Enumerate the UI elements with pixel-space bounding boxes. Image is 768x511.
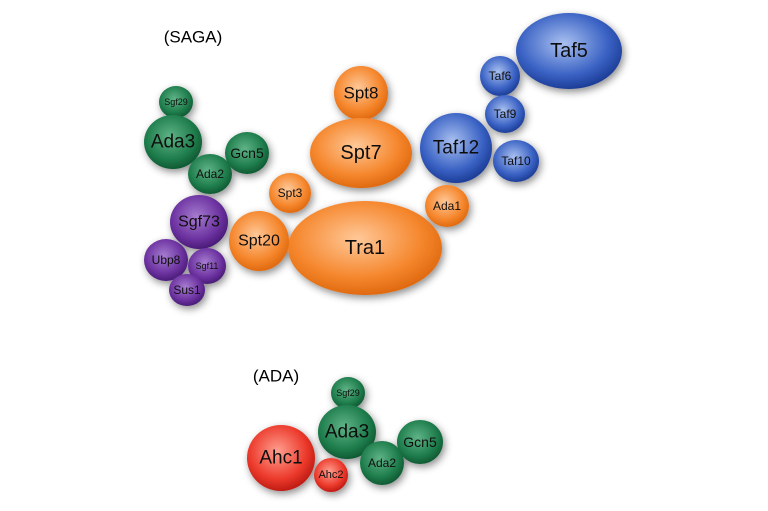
subunit-spt8: Spt8 bbox=[334, 66, 388, 120]
svg-text:Ada3: Ada3 bbox=[325, 422, 369, 443]
svg-text:Tra1: Tra1 bbox=[345, 237, 385, 259]
ada-complex: Sgf29 Ada3 Gcn5 Ada2 Ahc1 Ahc2 bbox=[247, 377, 443, 492]
svg-text:Spt7: Spt7 bbox=[340, 142, 381, 164]
svg-text:Ada2: Ada2 bbox=[368, 456, 396, 470]
ada-subunit-ada3: Ada3 bbox=[318, 405, 376, 459]
svg-text:Spt20: Spt20 bbox=[238, 233, 280, 250]
svg-text:Ada2: Ada2 bbox=[196, 167, 224, 181]
subunit-sgf73: Sgf73 bbox=[170, 195, 228, 249]
svg-text:Taf6: Taf6 bbox=[489, 69, 512, 83]
subunit-sus1: Sus1 bbox=[169, 274, 205, 306]
svg-text:Sgf29: Sgf29 bbox=[164, 97, 188, 107]
svg-text:Sgf73: Sgf73 bbox=[178, 214, 220, 231]
svg-text:Taf9: Taf9 bbox=[494, 107, 517, 121]
subunit-taf12: Taf12 bbox=[420, 113, 492, 183]
svg-text:Ahc1: Ahc1 bbox=[259, 448, 302, 469]
saga-title: (SAGA) bbox=[164, 28, 223, 47]
svg-text:Sus1: Sus1 bbox=[173, 283, 201, 297]
subunit-taf5: Taf5 bbox=[516, 13, 622, 89]
subunit-sgf11: Sgf11 bbox=[188, 248, 226, 284]
ada-title: (ADA) bbox=[253, 367, 299, 386]
subunit-tra1: Tra1 bbox=[288, 201, 442, 295]
svg-text:Ubp8: Ubp8 bbox=[152, 253, 181, 267]
ada-subunit-ada2: Ada2 bbox=[360, 441, 404, 485]
subunit-gcn5: Gcn5 bbox=[225, 132, 269, 174]
subunit-spt7: Spt7 bbox=[310, 118, 412, 188]
ada-subunit-sgf29: Sgf29 bbox=[331, 377, 365, 409]
svg-text:Ada1: Ada1 bbox=[433, 199, 461, 213]
subunit-taf9: Taf9 bbox=[485, 95, 525, 133]
ada-subunit-ahc1: Ahc1 bbox=[247, 425, 315, 491]
svg-text:Taf5: Taf5 bbox=[550, 40, 588, 62]
subunit-taf10: Taf10 bbox=[493, 140, 539, 182]
svg-text:Taf10: Taf10 bbox=[501, 154, 531, 168]
subunit-ubp8: Ubp8 bbox=[144, 239, 188, 281]
svg-text:Spt8: Spt8 bbox=[344, 84, 379, 103]
subunit-taf6: Taf6 bbox=[480, 56, 520, 96]
svg-text:Sgf11: Sgf11 bbox=[196, 261, 219, 271]
subunit-ada3: Ada3 bbox=[144, 115, 202, 169]
svg-text:Gcn5: Gcn5 bbox=[230, 145, 264, 161]
ada-subunit-ahc2: Ahc2 bbox=[314, 458, 348, 492]
subunit-spt3: Spt3 bbox=[269, 173, 311, 213]
svg-text:Ada3: Ada3 bbox=[151, 132, 195, 153]
ada-subunit-gcn5: Gcn5 bbox=[397, 420, 443, 464]
svg-text:Spt3: Spt3 bbox=[278, 186, 303, 200]
svg-text:Taf12: Taf12 bbox=[433, 138, 479, 159]
subunit-ada1: Ada1 bbox=[425, 185, 469, 227]
svg-text:Gcn5: Gcn5 bbox=[403, 434, 437, 450]
subunit-sgf29: Sgf29 bbox=[159, 86, 193, 118]
svg-text:Sgf29: Sgf29 bbox=[336, 388, 360, 398]
svg-text:Ahc2: Ahc2 bbox=[318, 469, 343, 481]
subunit-ada2: Ada2 bbox=[188, 154, 232, 194]
subunit-spt20: Spt20 bbox=[229, 211, 289, 271]
saga-complex: Taf5 Taf6 Taf9 Taf10 Taf12 Sgf29 Ada3 Gc… bbox=[144, 13, 622, 306]
